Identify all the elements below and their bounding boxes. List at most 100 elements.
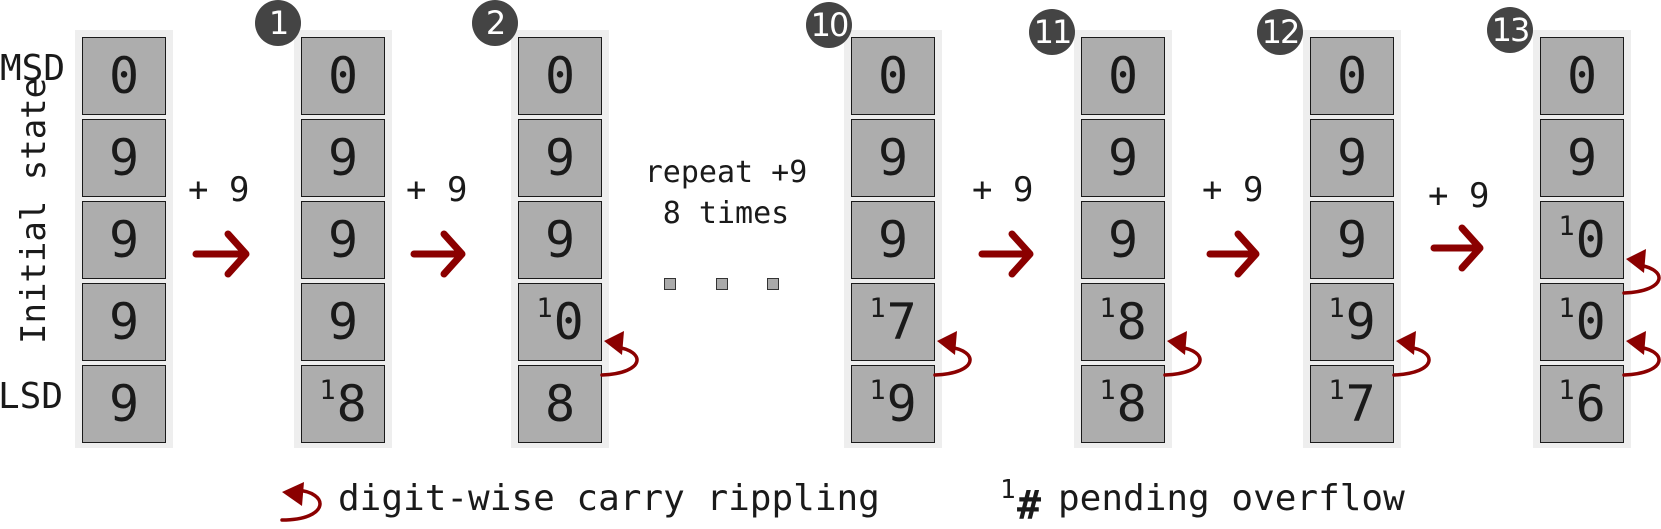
digit-cell: 9: [1540, 119, 1624, 197]
digit-value: 9: [1336, 129, 1368, 187]
digit-value: 0: [1566, 47, 1598, 105]
step-arrow-icon: [978, 230, 1034, 278]
op-label-3: + 9: [972, 170, 1034, 210]
digit-cell: 9: [851, 201, 935, 279]
digit-cell: 9: [301, 119, 385, 197]
pending-overflow-marker: 1: [1328, 374, 1345, 406]
digit-value: 6: [1575, 375, 1606, 433]
digit-cell: 8: [518, 365, 602, 443]
digit-value: 9: [1345, 293, 1376, 351]
pending-overflow-marker: 1: [869, 374, 886, 406]
digit-value: 7: [1345, 375, 1376, 433]
digit-cell: 9: [1310, 201, 1394, 279]
digit-value: 9: [877, 129, 909, 187]
step-arrow-icon: [192, 230, 250, 278]
digit-value: 9: [108, 211, 140, 269]
step-number-badge: 2: [472, 0, 518, 46]
digit-value: 7: [886, 293, 917, 351]
digit-cell: 9: [82, 119, 166, 197]
legend-overflow-hash: #: [1017, 483, 1042, 529]
digit-cell: 9: [1310, 119, 1394, 197]
digit-value: 9: [544, 129, 576, 187]
digit-cell: 0: [851, 37, 935, 115]
initial-state-label: Initial state: [14, 77, 54, 344]
digit-value: 8: [336, 375, 367, 433]
digit-value: 0: [553, 293, 584, 351]
digit-cell: 0: [301, 37, 385, 115]
digit-value: 8: [1116, 375, 1147, 433]
digit-cell: 0: [1310, 37, 1394, 115]
pending-overflow-marker: 1: [319, 374, 336, 406]
digit-value: 0: [327, 47, 359, 105]
digit-value: 8: [1116, 293, 1147, 351]
digit-value: 9: [108, 375, 140, 433]
ellipsis-dot-2: [716, 278, 728, 290]
step-arrow-icon: [410, 230, 466, 278]
digit-cell: 9: [1081, 119, 1165, 197]
digit-value: 9: [544, 211, 576, 269]
pending-overflow-marker: 1: [1328, 292, 1345, 324]
digit-value: 0: [877, 47, 909, 105]
legend-overflow-sup: 1: [1000, 475, 1016, 505]
lsd-label: LSD: [0, 376, 64, 417]
op-label-2: + 9: [406, 170, 468, 210]
repeat-note: repeat +9 8 times: [626, 152, 826, 234]
digit-value: 9: [1107, 129, 1139, 187]
digit-value: 9: [327, 293, 359, 351]
ellipsis-dot-1: [664, 278, 676, 290]
digit-cell: 9: [851, 119, 935, 197]
repeat-line-1: repeat +9: [644, 155, 808, 190]
digit-value: 9: [327, 211, 359, 269]
digit-value: 9: [108, 129, 140, 187]
digit-cell: 9: [518, 201, 602, 279]
ellipsis-dot-3: [767, 278, 779, 290]
op-label-1: + 9: [188, 170, 250, 210]
digit-cell: 9: [518, 119, 602, 197]
legend-overflow-label: pending overflow: [1058, 478, 1405, 519]
pending-overflow-marker: 1: [869, 292, 886, 324]
digit-cell: 9: [1081, 201, 1165, 279]
digit-value: 0: [108, 47, 140, 105]
digit-cell: 0: [82, 37, 166, 115]
pending-overflow-marker: 1: [1558, 374, 1575, 406]
digit-value: 9: [1566, 129, 1598, 187]
digit-value: 0: [1107, 47, 1139, 105]
legend-carry-arrowhead-icon: [282, 482, 304, 506]
legend-carry-curl-icon: [280, 488, 322, 522]
legend-carry-label: digit-wise carry rippling: [338, 478, 880, 519]
pending-overflow-marker: 1: [536, 292, 553, 324]
digit-value: 0: [1575, 293, 1606, 351]
digit-value: 9: [327, 129, 359, 187]
step-arrow-icon: [1206, 230, 1260, 278]
digit-cell: 9: [82, 283, 166, 361]
step-number-badge: 1: [255, 0, 301, 46]
pending-overflow-marker: 1: [1558, 210, 1575, 242]
repeat-line-2: 8 times: [662, 196, 790, 231]
step-number-badge: 12: [1257, 9, 1303, 55]
op-label-5: + 9: [1428, 176, 1490, 216]
digit-value: 0: [1336, 47, 1368, 105]
step-number-badge: 11: [1029, 9, 1075, 55]
step-arrow-icon: [1430, 224, 1484, 272]
step-number-badge: 13: [1487, 7, 1533, 53]
digit-value: 9: [108, 293, 140, 351]
step-number-badge: 10: [806, 2, 852, 48]
digit-value: 8: [544, 375, 576, 433]
pending-overflow-marker: 1: [1558, 292, 1575, 324]
digit-cell: 9: [82, 201, 166, 279]
digit-cell: 9: [301, 283, 385, 361]
digit-value: 9: [1336, 211, 1368, 269]
pending-overflow-marker: 1: [1099, 374, 1116, 406]
digit-cell: 9: [82, 365, 166, 443]
